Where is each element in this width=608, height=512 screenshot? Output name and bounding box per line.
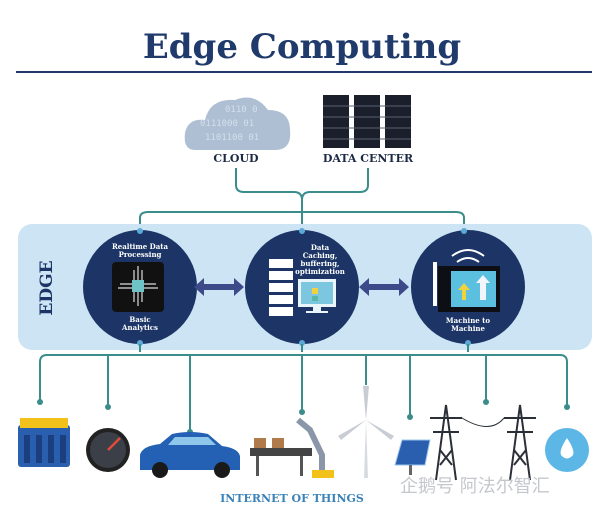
- monitor-icon: [298, 279, 336, 313]
- svg-text:optimization: optimization: [295, 267, 345, 276]
- title-underline: [16, 71, 592, 73]
- gauge-icon: [86, 428, 130, 472]
- tablet-icon: [438, 266, 500, 312]
- realtime-processing-node: Realtime Data Processing Basic Analytics: [83, 230, 197, 344]
- svg-text:buffering,: buffering,: [301, 259, 340, 268]
- server-rack-icon: [269, 259, 293, 316]
- svg-text:0111000 01: 0111000 01: [200, 119, 254, 129]
- car-icon: [140, 432, 240, 478]
- cloud-icon: 0110 0 0111000 01 1101100 01: [184, 97, 291, 150]
- svg-text:Basic: Basic: [129, 315, 150, 324]
- svg-text:0110 0: 0110 0: [225, 105, 258, 115]
- data-center-label: DATA CENTER: [323, 152, 414, 165]
- robot-arm-conveyor-icon: [250, 417, 334, 478]
- svg-text:Machine: Machine: [451, 324, 485, 333]
- iot-label: INTERNET OF THINGS: [220, 492, 364, 505]
- svg-text:Realtime Data: Realtime Data: [112, 242, 168, 251]
- svg-text:1101100 01: 1101100 01: [205, 133, 259, 143]
- water-drop-icon: [545, 428, 589, 472]
- machine-to-machine-node: Machine to Machine: [411, 230, 525, 344]
- wifi-icon: [451, 249, 485, 263]
- svg-text:Machine to: Machine to: [446, 316, 491, 325]
- data-caching-node: Data Caching, buffering, optimization: [245, 230, 359, 344]
- svg-text:Caching,: Caching,: [303, 251, 338, 260]
- watermark: 企鹅号 阿法尔智汇: [400, 476, 550, 497]
- svg-text:Processing: Processing: [119, 250, 162, 259]
- svg-text:Data: Data: [311, 243, 330, 252]
- power-tower-icon: [430, 404, 536, 481]
- bidirectional-arrow-icon: [194, 278, 409, 296]
- edge-label: EDGE: [37, 260, 57, 315]
- solar-panel-icon: [394, 439, 431, 475]
- top-connectors: [139, 168, 465, 228]
- svg-text:Analytics: Analytics: [121, 323, 158, 332]
- engine-icon: [18, 418, 70, 467]
- data-center-icon: [323, 95, 411, 148]
- page-title: Edge Computing: [143, 27, 461, 67]
- iot-connectors: [39, 344, 568, 430]
- connector-dots: [137, 228, 471, 346]
- wind-turbine-icon: [338, 386, 394, 478]
- cloud-label: CLOUD: [213, 152, 259, 165]
